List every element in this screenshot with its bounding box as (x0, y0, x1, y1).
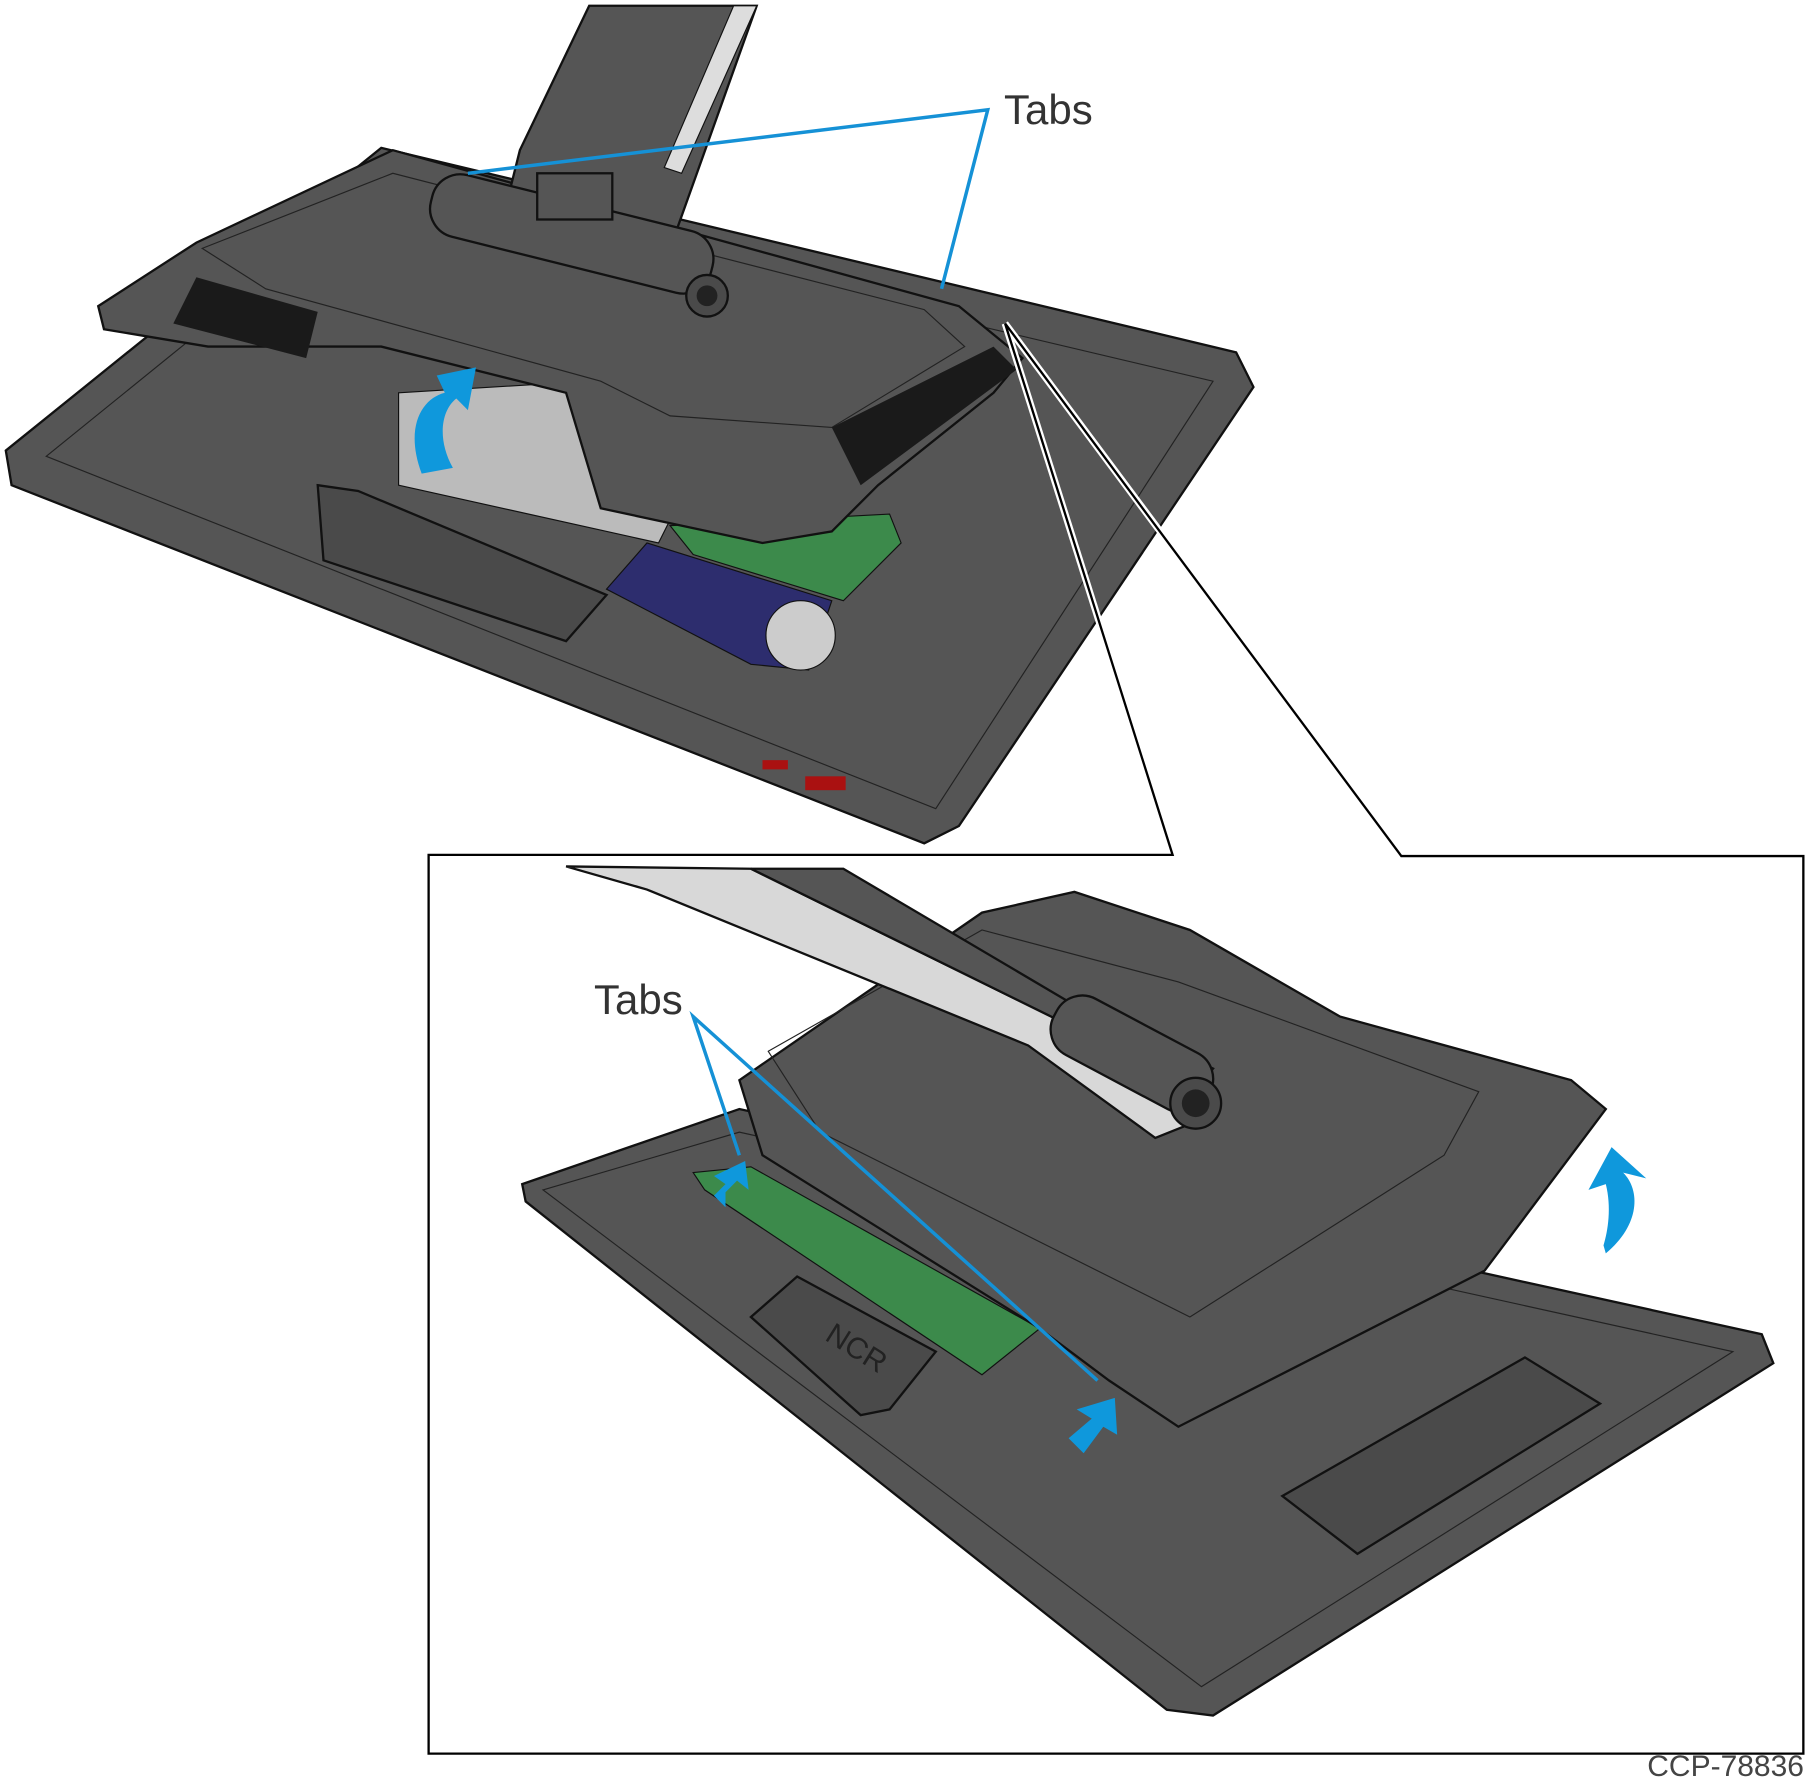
top-battery-cover (316, 483, 609, 643)
inset-device (520, 865, 1775, 1717)
inset-battery-cover (1280, 1356, 1603, 1556)
top-device (4, 4, 1255, 845)
lift-arrow-top-icon (414, 367, 476, 474)
inset-tabs-label: Tabs (594, 976, 683, 1023)
top-tabs-label: Tabs (1004, 86, 1093, 133)
inset-tabs-leader (689, 1010, 1099, 1382)
lift-arrow-inset-icon (1588, 1147, 1647, 1254)
inset-logo-plate (749, 1275, 938, 1417)
top-tabs-leader (467, 107, 991, 290)
top-usb-port (762, 760, 788, 770)
tab-arrow-right-icon (1068, 1397, 1118, 1454)
tab-arrow-left-icon (713, 1161, 749, 1208)
vent-right (831, 346, 1017, 486)
coin-battery (765, 600, 836, 671)
figure-id: CCP-78836 (1647, 1750, 1804, 1783)
vent-left (173, 277, 318, 359)
